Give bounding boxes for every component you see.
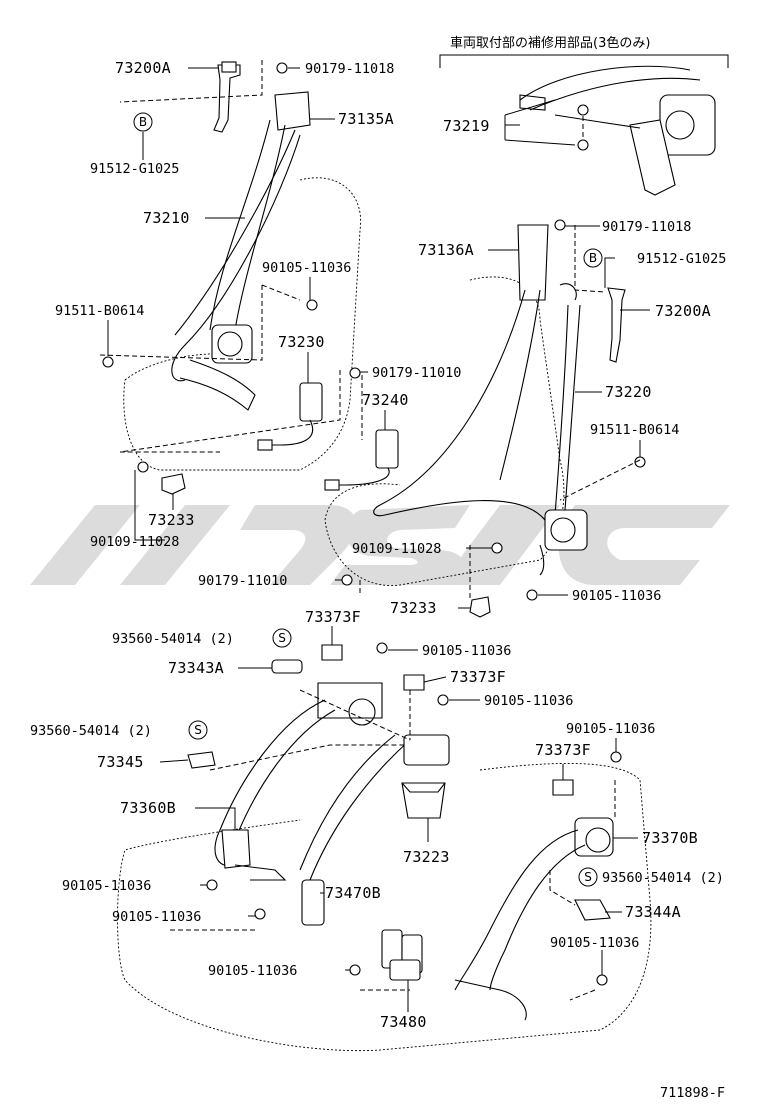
svg-text:S: S	[194, 723, 202, 737]
label-73223: 73223	[403, 848, 450, 866]
part-73219-assembly	[519, 65, 716, 196]
label-90109-11028-left: 90109-11028	[90, 534, 179, 550]
label-73135A: 73135A	[338, 110, 394, 128]
label-90105-11036-h: 90105-11036	[550, 935, 639, 951]
label-73219: 73219	[443, 117, 490, 135]
part-73233-mid-cover	[469, 596, 491, 618]
part-73370B-rear-right-belt	[454, 817, 614, 1021]
label-91512-G1025-right: 91512-G1025	[637, 251, 726, 267]
fastener-bolts-right	[341, 219, 646, 601]
label-73220: 73220	[605, 383, 652, 401]
part-73470B-buckle	[299, 734, 450, 926]
label-90179-11018-top: 90179-11018	[305, 61, 394, 77]
guide-lines	[99, 60, 641, 1001]
label-73360B: 73360B	[120, 799, 176, 817]
label-73480: 73480	[380, 1013, 427, 1031]
part-73220-belt-assembly	[373, 224, 588, 576]
header-note: 車両取付部の補修用部品(3色のみ)	[450, 35, 650, 51]
header-bracket	[439, 54, 729, 68]
part-73200A-top-adjuster	[213, 61, 241, 133]
front-seat-right-outline	[324, 276, 565, 586]
front-seat-left-outline	[123, 177, 362, 471]
svg-text:B: B	[139, 115, 147, 129]
symbol-s-b: S	[188, 720, 208, 740]
label-91512-G1025-top: 91512-G1025	[90, 161, 179, 177]
symbol-b-top: B	[133, 112, 153, 132]
part-73230-buckle	[257, 382, 323, 451]
label-93560-54014-c: 93560-54014 (2)	[602, 870, 724, 886]
label-73370B: 73370B	[642, 829, 698, 847]
label-90105-11036-c: 90105-11036	[422, 643, 511, 659]
part-labels: 73200A 90179-11018 73135A 91512-G1025 73…	[30, 59, 726, 1031]
label-73233-left: 73233	[148, 511, 195, 529]
label-73136A: 73136A	[418, 241, 474, 259]
part-73480-buckle	[381, 929, 423, 981]
label-93560-54014-b: 93560-54014 (2)	[30, 723, 152, 739]
rear-small-parts	[187, 644, 611, 921]
label-73233-mid: 73233	[390, 599, 437, 617]
symbol-b-right: B	[583, 248, 603, 268]
label-90105-11036-a: 90105-11036	[262, 260, 351, 276]
rear-seat-outline	[117, 763, 652, 1052]
svg-text:S: S	[278, 631, 286, 645]
label-73210: 73210	[143, 209, 190, 227]
label-90179-11010-mid: 90179-11010	[372, 365, 461, 381]
label-90109-11028-mid: 90109-11028	[352, 541, 441, 557]
label-73373F-a: 73373F	[305, 608, 361, 626]
label-90105-11036-g: 90105-11036	[112, 909, 201, 925]
part-73233-left-cover	[161, 473, 186, 495]
svg-text:S: S	[584, 870, 592, 884]
label-90105-11036-e: 90105-11036	[566, 721, 655, 737]
part-73200A-right-adjuster	[607, 287, 626, 363]
svg-text:B: B	[589, 251, 597, 265]
label-90105-11036-b: 90105-11036	[572, 588, 661, 604]
leader-73219	[504, 99, 576, 146]
figure-code: 711898-F	[660, 1085, 725, 1101]
label-73373F-c: 73373F	[535, 741, 591, 759]
label-90179-11010-low: 90179-11010	[198, 573, 287, 589]
part-73210-belt-assembly	[171, 91, 311, 411]
label-90105-11036-i: 90105-11036	[208, 963, 297, 979]
leader-lines	[107, 67, 650, 1012]
label-73200A-top: 73200A	[115, 59, 171, 77]
label-73373F-b: 73373F	[450, 668, 506, 686]
symbol-s-c: S	[578, 867, 598, 887]
label-73345: 73345	[97, 753, 144, 771]
label-73470B: 73470B	[325, 884, 381, 902]
label-73200A-right: 73200A	[655, 302, 711, 320]
symbol-s-a: S	[272, 628, 292, 648]
part-73223-cover	[401, 782, 446, 819]
label-91511-B0614-right: 91511-B0614	[590, 422, 679, 438]
label-91511-B0614-left: 91511-B0614	[55, 303, 144, 319]
label-90179-11018-right: 90179-11018	[602, 219, 691, 235]
label-90105-11036-d: 90105-11036	[484, 693, 573, 709]
label-93560-54014-a: 93560-54014 (2)	[112, 631, 234, 647]
label-73230: 73230	[278, 333, 325, 351]
part-73360B-rear-left-belt	[214, 682, 383, 881]
label-73240: 73240	[362, 391, 409, 409]
part-73240-buckle	[324, 429, 399, 491]
label-73344A: 73344A	[625, 903, 681, 921]
label-73343A: 73343A	[168, 659, 224, 677]
fastener-bolts-left	[102, 62, 361, 473]
label-90105-11036-f: 90105-11036	[62, 878, 151, 894]
